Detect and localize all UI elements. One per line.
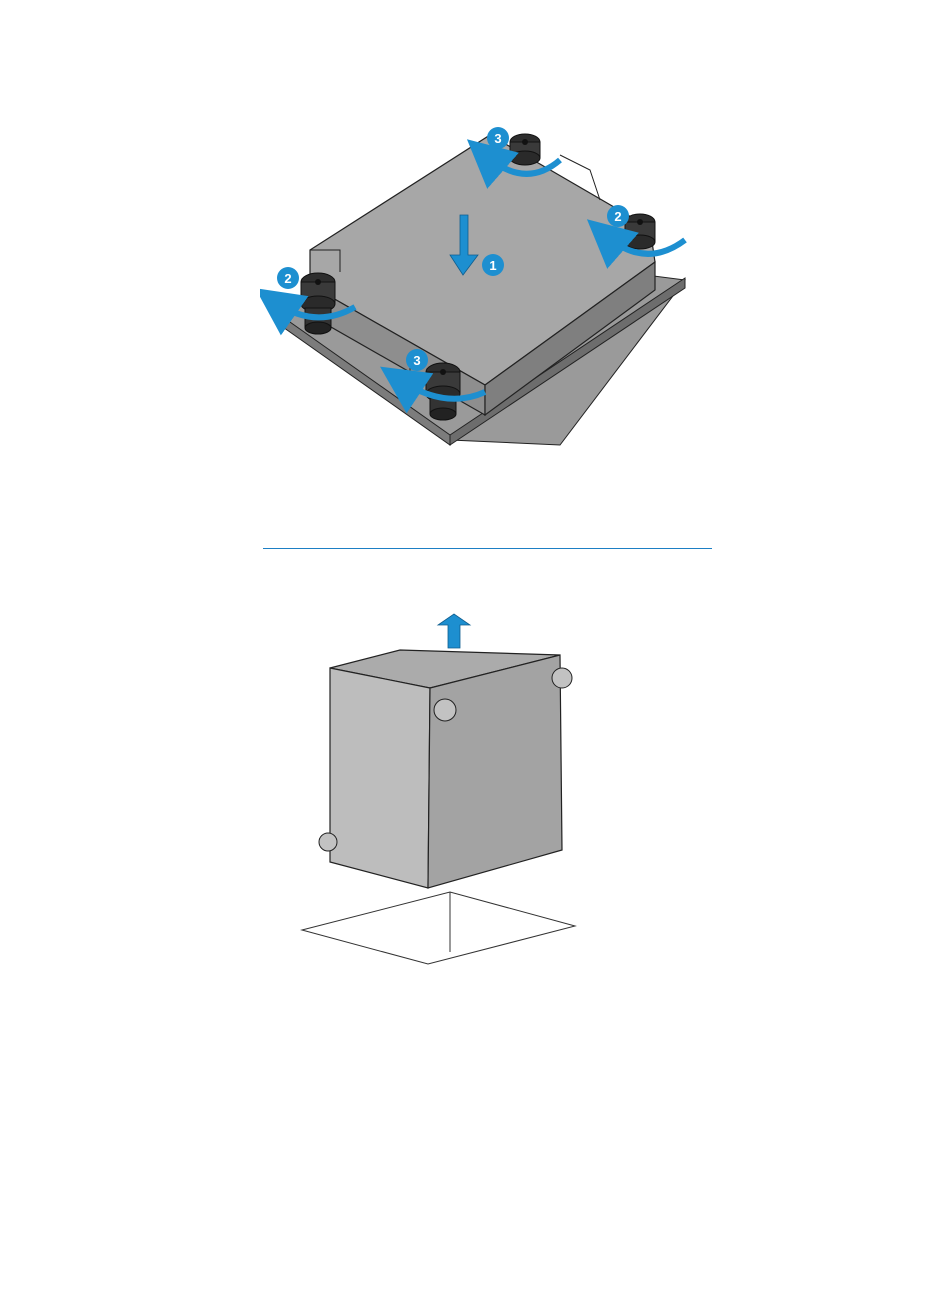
- screw-knob-right: [552, 668, 572, 688]
- heatsink-lift-illustration: [290, 600, 590, 980]
- lift-up-arrow-icon: [438, 614, 470, 648]
- step-badge-3-top: 3: [487, 127, 509, 149]
- heatsink-left-face: [330, 668, 430, 888]
- step-badge-1: 1: [482, 254, 504, 276]
- heatsink-right-face: [428, 655, 562, 888]
- step-badge-3-bottom: 3: [406, 349, 428, 371]
- step-badge-2-left: 2: [277, 267, 299, 289]
- svg-text:3: 3: [494, 131, 501, 146]
- screw-knob-front: [434, 699, 456, 721]
- section-divider: [263, 548, 712, 549]
- screw-knob-left: [319, 833, 337, 851]
- captive-screw-bottom: [426, 363, 460, 420]
- captive-screw-left: [301, 273, 335, 334]
- svg-text:1: 1: [489, 258, 496, 273]
- captive-screw-right: [625, 214, 655, 249]
- heatsink-svg: 1 3 2 2 3: [260, 110, 700, 470]
- heatsink-footprint-outline: [302, 892, 575, 964]
- svg-text:2: 2: [284, 271, 291, 286]
- captive-screw-top: [510, 134, 540, 165]
- step-badge-2-right: 2: [607, 205, 629, 227]
- svg-text:3: 3: [413, 353, 420, 368]
- svg-text:2: 2: [614, 209, 621, 224]
- heatsink-removal-illustration: 1 3 2 2 3: [260, 110, 700, 470]
- heatsink-lift-svg: [290, 600, 590, 980]
